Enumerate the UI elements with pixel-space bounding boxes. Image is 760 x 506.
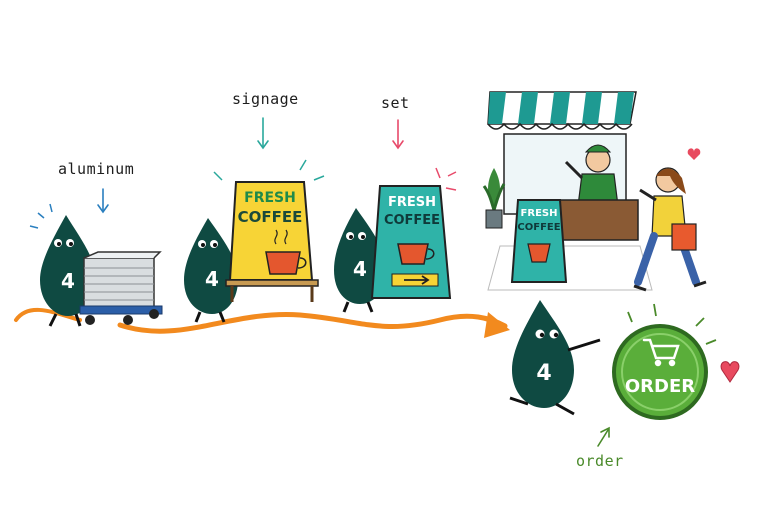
customer — [633, 167, 707, 292]
label-aluminum: aluminum — [58, 160, 135, 178]
teal-sign-fresh: FRESH — [388, 195, 436, 210]
plant-icon — [482, 168, 506, 229]
coffee-cup-icon-2 — [397, 243, 435, 265]
mascot-3-number: 4 — [353, 257, 367, 281]
scene-order: ORDER — [509, 300, 740, 420]
pointer-arrows — [97, 117, 610, 447]
yellow-sign-fresh: FRESH — [244, 190, 296, 206]
label-order: order — [576, 452, 624, 470]
shopping-bag-icon — [671, 223, 697, 251]
heart-icon-small — [687, 148, 701, 160]
arrow-signage-icon — [257, 117, 269, 150]
heart-icon — [720, 361, 740, 383]
yellow-sign-coffee: COFFEE — [238, 208, 303, 226]
mascot-2-number: 4 — [205, 267, 219, 291]
order-button[interactable]: ORDER — [612, 324, 708, 420]
scene-aluminum — [29, 203, 163, 327]
order-button-label: ORDER — [625, 376, 695, 397]
coffee-cup-icon — [265, 229, 307, 275]
scene-signage: FRESH COFFEE — [184, 159, 325, 323]
aluminum-cart — [79, 251, 163, 325]
label-signage: signage — [232, 90, 299, 108]
teal-sign: FRESH COFFEE — [370, 185, 452, 299]
yellow-sign: FRESH COFFEE — [225, 181, 319, 302]
arrow-aluminum-icon — [97, 188, 109, 214]
shop-sign-fresh: FRESH — [521, 208, 558, 219]
scene-set: FRESH COFFEE — [334, 167, 457, 313]
mascot-1-number: 4 — [61, 269, 75, 293]
arrow-right-icon — [391, 273, 439, 287]
mascot-2 — [184, 218, 251, 323]
arrow-order-icon — [597, 426, 610, 447]
teal-sign-coffee: COFFEE — [384, 213, 440, 228]
shop-sign: FRESH COFFEE — [510, 199, 568, 283]
shop-counter — [559, 199, 639, 241]
arrow-set-icon — [392, 119, 404, 150]
cart-icon — [642, 338, 680, 367]
scene-shop: FRESH COFFEE — [482, 91, 707, 292]
mascot-4 — [509, 300, 601, 416]
flow-path — [14, 308, 510, 338]
shop-awning — [487, 91, 637, 130]
label-set: set — [381, 94, 410, 112]
shop-sign-coffee: COFFEE — [517, 222, 560, 233]
mascot-4-number: 4 — [536, 361, 551, 386]
barista — [564, 144, 619, 207]
